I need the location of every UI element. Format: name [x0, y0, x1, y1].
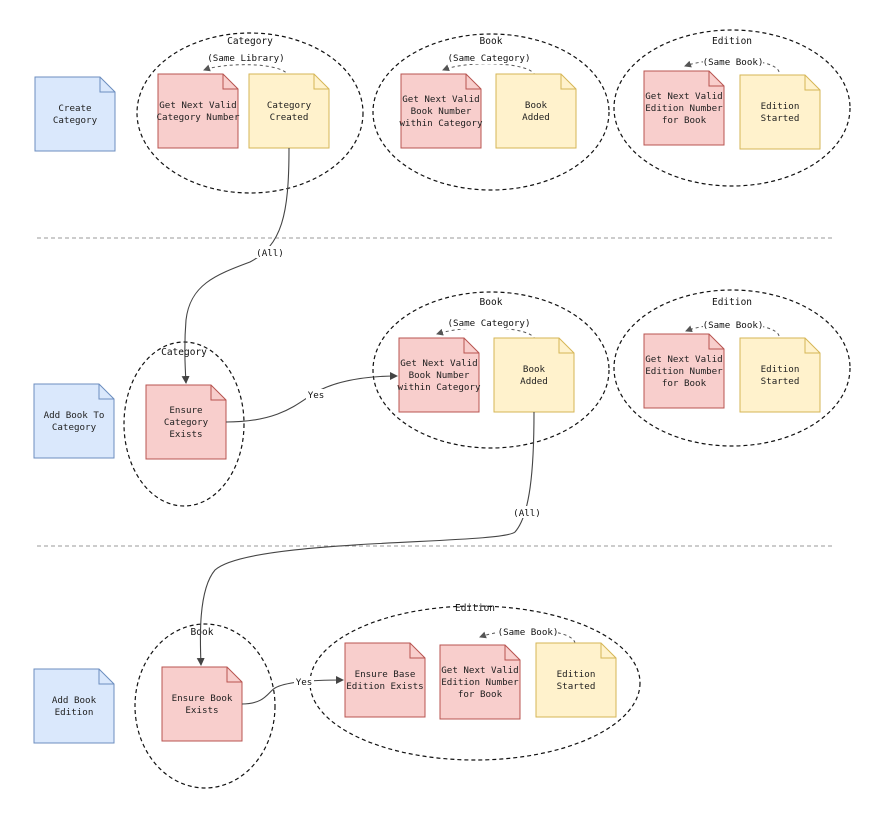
- all-label-1: (All): [256, 248, 284, 259]
- category-cluster-title: Category: [161, 347, 207, 358]
- same-category-label: (Same Category): [448, 318, 531, 329]
- book-cluster-title: Book: [191, 627, 214, 638]
- same-category-label: (Same Category): [448, 53, 531, 64]
- same-category-loop: [442, 63, 536, 77]
- same-library-label: (Same Library): [207, 53, 284, 64]
- book-cluster-title: Book: [480, 36, 503, 47]
- same-book-loop: [685, 323, 780, 337]
- yes-label-1: Yes: [308, 390, 325, 401]
- book-added-to-ensure-book-arrow: [196, 411, 535, 666]
- same-book-label: (Same Book): [703, 320, 764, 331]
- edition-cluster-title: Edition: [712, 36, 752, 47]
- all-label-2: (All): [513, 508, 541, 519]
- edition-cluster-title: Edition: [712, 297, 752, 308]
- category-cluster-title: Category: [227, 36, 273, 47]
- same-category-loop: [436, 327, 536, 341]
- book-cluster-title: Book: [480, 297, 503, 308]
- same-book-label: (Same Book): [703, 57, 764, 68]
- same-book-label: (Same Book): [498, 627, 559, 638]
- connections: (All) Yes (All) Yes: [181, 147, 543, 705]
- category-created-to-ensure-category-arrow: [181, 147, 290, 384]
- edition-cluster-title: Edition: [455, 603, 495, 614]
- ensure-book-to-base-edition-arrow: [241, 676, 344, 705]
- yes-label-2: Yes: [296, 677, 313, 688]
